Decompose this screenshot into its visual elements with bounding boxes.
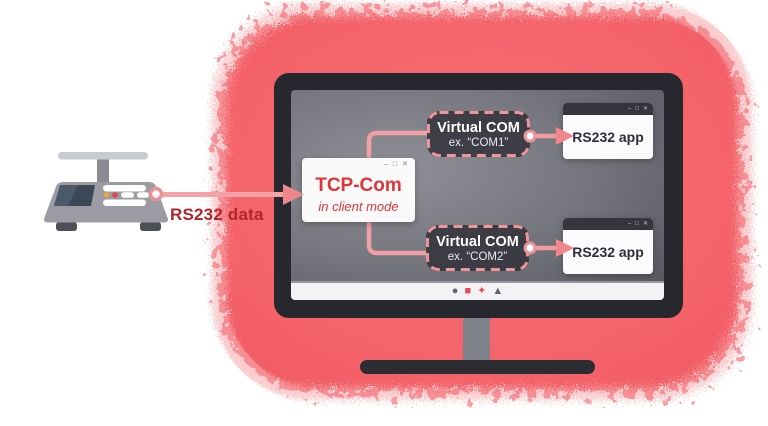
monitor-screen: – □ ✕ TCP-Com in client mode Virtual COM… bbox=[291, 90, 664, 300]
minimize-icon[interactable]: – bbox=[628, 106, 632, 112]
maximize-icon[interactable]: □ bbox=[392, 161, 398, 168]
rs232-app1-window: – □ ✕ RS232 app bbox=[563, 103, 653, 159]
rs232-app2-window: – □ ✕ RS232 app bbox=[563, 218, 653, 274]
titlebar: – □ ✕ bbox=[563, 103, 653, 115]
virtual-com1-example: ex. “COM1” bbox=[448, 136, 509, 149]
tcp-com-title: TCP-Com bbox=[315, 174, 402, 196]
titlebar: – □ ✕ bbox=[563, 218, 653, 230]
weighing-scale-icon bbox=[43, 152, 169, 231]
virtual-com2-box: Virtual COM ex. “COM2” bbox=[426, 225, 529, 271]
tcp-com-window: – □ ✕ TCP-Com in client mode bbox=[302, 158, 415, 222]
maximize-icon[interactable]: □ bbox=[635, 106, 639, 112]
window-controls: – □ ✕ bbox=[628, 220, 648, 228]
monitor-stand-base bbox=[360, 360, 595, 374]
virtual-com2-title: Virtual COM bbox=[436, 233, 519, 250]
close-icon[interactable]: ✕ bbox=[642, 221, 648, 227]
rs232-app1-label: RS232 app bbox=[572, 129, 644, 145]
output-connector-arrows bbox=[523, 127, 574, 257]
window-body: RS232 app bbox=[563, 230, 653, 274]
close-icon[interactable]: ✕ bbox=[402, 161, 408, 168]
window-body: RS232 app bbox=[563, 115, 653, 159]
window-controls: – □ ✕ bbox=[384, 161, 408, 169]
branch-connector-lines bbox=[366, 130, 430, 256]
virtual-com2-example: ex. “COM2” bbox=[447, 250, 508, 263]
minimize-icon[interactable]: – bbox=[383, 161, 388, 168]
rs232-app2-label: RS232 app bbox=[572, 244, 644, 260]
star-icon[interactable]: ✦ bbox=[477, 285, 487, 297]
monitor-stand-neck bbox=[463, 318, 490, 362]
window-controls: – □ ✕ bbox=[628, 105, 648, 113]
maximize-icon[interactable]: □ bbox=[635, 221, 639, 227]
minimize-icon[interactable]: – bbox=[628, 221, 632, 227]
close-icon[interactable]: ✕ bbox=[642, 106, 648, 112]
rs232-data-label: RS232 data bbox=[170, 205, 264, 224]
taskbar: ● ■ ✦ ▲ bbox=[291, 281, 664, 300]
tcp-com-mode: in client mode bbox=[318, 198, 399, 214]
triangle-icon[interactable]: ▲ bbox=[492, 285, 504, 297]
monitor: – □ ✕ TCP-Com in client mode Virtual COM… bbox=[274, 73, 683, 318]
virtual-com1-title: Virtual COM bbox=[437, 119, 520, 136]
square-icon[interactable]: ■ bbox=[464, 285, 472, 297]
circle-icon[interactable]: ● bbox=[451, 285, 459, 297]
